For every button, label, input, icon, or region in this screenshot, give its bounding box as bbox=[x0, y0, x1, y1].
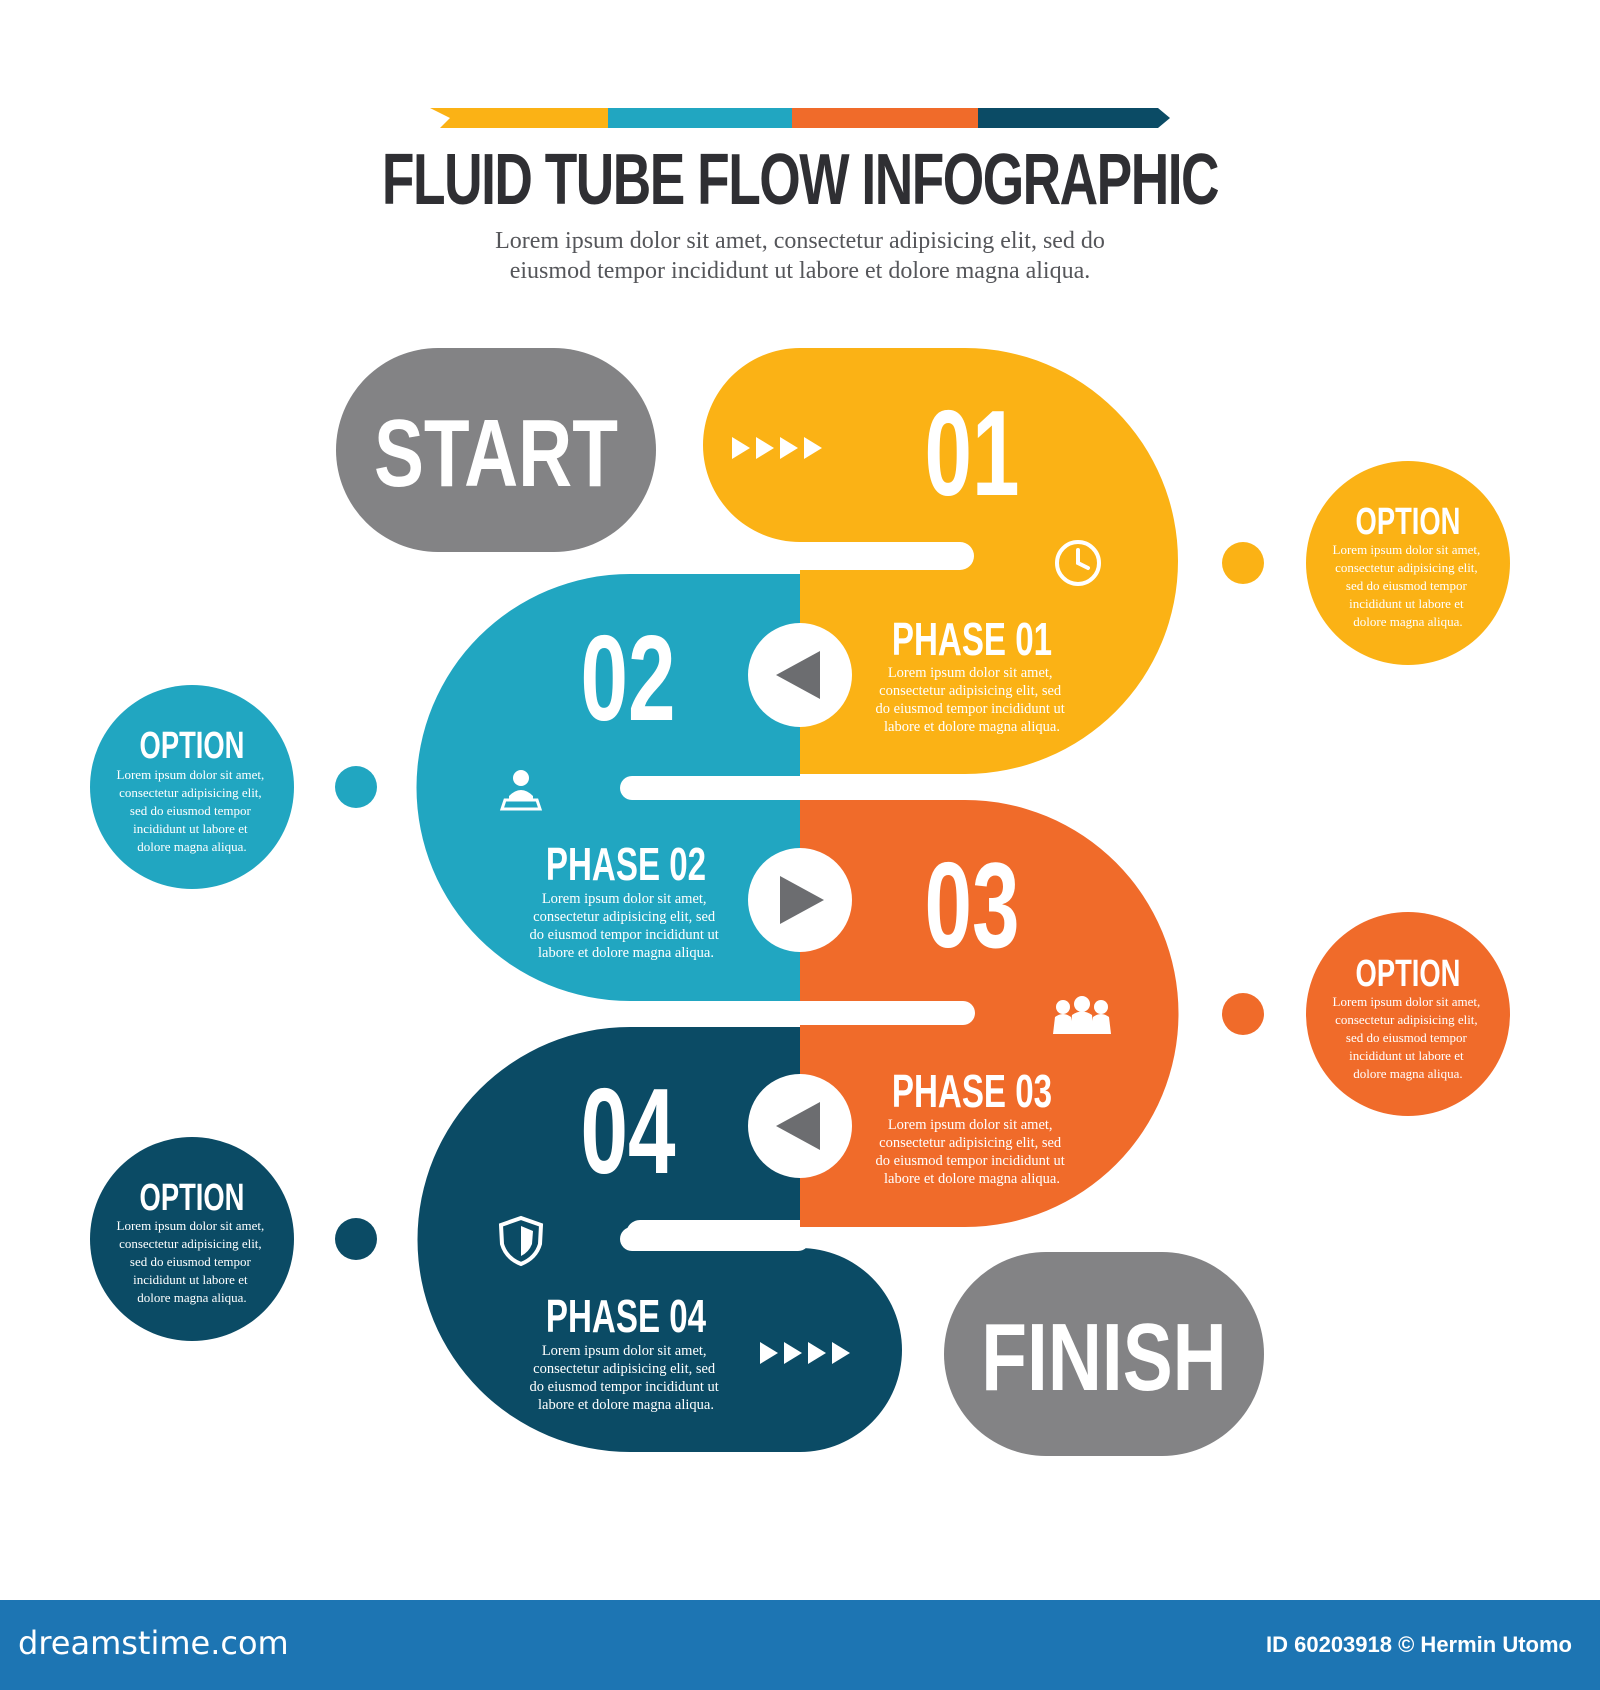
subtitle-line: eiusmod tempor incididunt ut labore et d… bbox=[509, 258, 1091, 284]
phase-02-title: PHASE 02 bbox=[546, 840, 706, 890]
fast-forward-icon bbox=[760, 1342, 850, 1364]
subtitle-line: Lorem ipsum dolor sit amet, consectetur … bbox=[495, 228, 1105, 254]
clock-icon bbox=[1055, 540, 1101, 586]
phase-03-title: PHASE 03 bbox=[892, 1067, 1052, 1117]
option-text: Lorem ipsum dolor sit amet, consectetur … bbox=[117, 767, 268, 854]
person-desk-icon bbox=[499, 770, 543, 811]
connector-dot bbox=[335, 766, 377, 808]
phase-02-number: 02 bbox=[581, 611, 676, 747]
phase-01-number: 01 bbox=[925, 386, 1020, 522]
phase-01-title: PHASE 01 bbox=[892, 615, 1052, 665]
footer-image-id: ID 60203918 © Hermin Utomo bbox=[1266, 1632, 1572, 1657]
option-title: OPTION bbox=[140, 725, 245, 767]
connector-dot bbox=[1222, 542, 1264, 584]
footer-brand-logo: dreamstime.com bbox=[18, 1624, 289, 1662]
finish-label: FINISH bbox=[981, 1304, 1226, 1411]
option-title: OPTION bbox=[1356, 501, 1461, 543]
fast-forward-icon bbox=[732, 437, 822, 459]
start-label: START bbox=[374, 400, 618, 507]
phase-03-text: Lorem ipsum dolor sit amet, consectetur … bbox=[876, 1117, 1069, 1187]
header-color-bar bbox=[430, 108, 1170, 128]
option-circle-4: OPTION Lorem ipsum dolor sit amet, conse… bbox=[90, 1137, 294, 1341]
phase-02-tube bbox=[416, 574, 800, 1001]
connector-dot bbox=[1222, 993, 1264, 1035]
page-title: FLUID TUBE FLOW INFOGRAPHIC bbox=[381, 140, 1220, 220]
phase-03-number: 03 bbox=[925, 838, 1020, 974]
phase-01-text: Lorem ipsum dolor sit amet, consectetur … bbox=[876, 665, 1069, 735]
phase-03-tube bbox=[800, 800, 1179, 1227]
connector-dot bbox=[335, 1218, 377, 1260]
option-circle-1: OPTION Lorem ipsum dolor sit amet, conse… bbox=[1306, 461, 1510, 665]
option-text: Lorem ipsum dolor sit amet, consectetur … bbox=[117, 1218, 268, 1305]
play-right-icon bbox=[748, 848, 852, 952]
team-icon bbox=[1053, 996, 1111, 1034]
play-left-icon bbox=[748, 623, 852, 727]
option-title: OPTION bbox=[140, 1177, 245, 1219]
play-left-icon bbox=[748, 1074, 852, 1178]
option-text: Lorem ipsum dolor sit amet, consectetur … bbox=[1333, 994, 1484, 1081]
footer-bar: dreamstime.com ID 60203918 © Hermin Utom… bbox=[0, 1600, 1600, 1690]
phase-02-text: Lorem ipsum dolor sit amet, consectetur … bbox=[530, 891, 723, 961]
option-circle-2: OPTION Lorem ipsum dolor sit amet, conse… bbox=[90, 685, 294, 889]
option-circle-3: OPTION Lorem ipsum dolor sit amet, conse… bbox=[1306, 912, 1510, 1116]
option-text: Lorem ipsum dolor sit amet, consectetur … bbox=[1333, 542, 1484, 629]
option-title: OPTION bbox=[1356, 953, 1461, 995]
phase-04-title: PHASE 04 bbox=[546, 1292, 707, 1342]
start-pill: START bbox=[336, 348, 656, 552]
header: FLUID TUBE FLOW INFOGRAPHIC Lorem ipsum … bbox=[0, 140, 1600, 286]
shield-icon bbox=[498, 1215, 544, 1267]
finish-pill: FINISH bbox=[944, 1252, 1264, 1456]
page-subtitle: Lorem ipsum dolor sit amet, consectetur … bbox=[0, 226, 1600, 286]
phase-04-number: 04 bbox=[581, 1064, 676, 1200]
tube-separators bbox=[620, 776, 975, 1251]
phase-04-text: Lorem ipsum dolor sit amet, consectetur … bbox=[530, 1343, 723, 1413]
